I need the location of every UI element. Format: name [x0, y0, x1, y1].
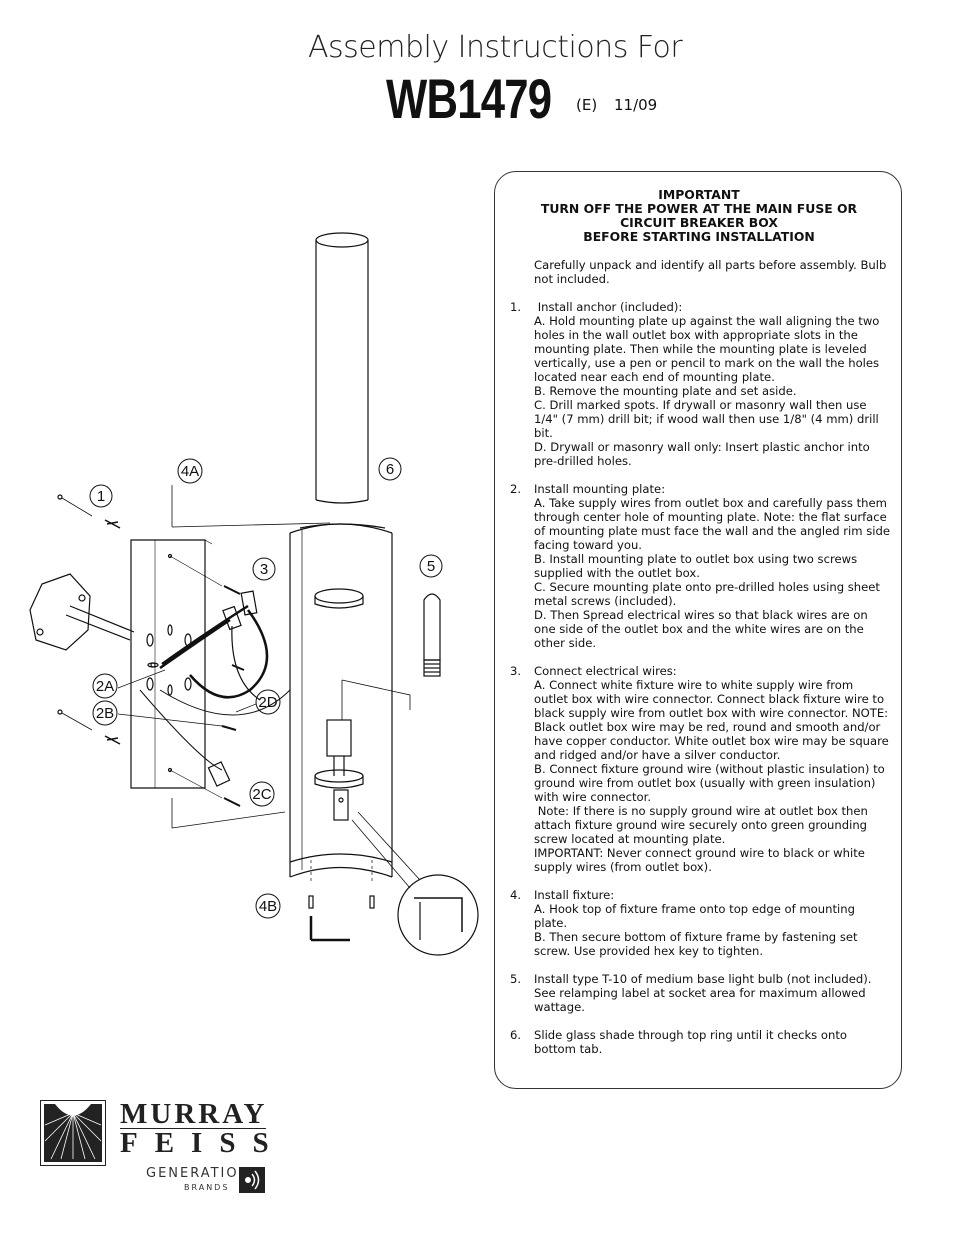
callout-2D-label: 2D: [258, 694, 277, 711]
callout-1: [89, 484, 113, 508]
callout-2D: [255, 689, 281, 715]
detail-magnifier: [397, 874, 479, 956]
callout-2A: [92, 673, 118, 699]
callout-2C: [249, 781, 275, 807]
callout-3: [252, 557, 276, 581]
important-heading: IMPORTANT: [658, 187, 740, 202]
callout-2A-label: 2A: [96, 678, 114, 695]
step-number: 4.: [510, 888, 522, 902]
intro-text: Carefully unpack and identify all parts …: [534, 258, 887, 286]
bottom-ring: [314, 769, 364, 783]
generation-brands-text: GENERATION: [146, 1166, 251, 1181]
callout-4A-label: 4A: [181, 463, 199, 480]
mounting-plate: [130, 539, 213, 789]
important-line-3: CIRCUIT BREAKER BOX: [620, 215, 778, 230]
step-title: Install fixture:: [534, 888, 615, 902]
important-notice: IMPORTANT TURN OFF THE POWER AT THE MAIN…: [505, 188, 893, 244]
step-substep: A. Hook top of fixture frame onto top ed…: [534, 902, 859, 930]
step-4: 4. Install fixture:A. Hook top of fixture…: [510, 888, 890, 958]
callout-2B: [92, 700, 118, 726]
top-ring: [314, 588, 364, 604]
step-number: 3.: [510, 664, 522, 678]
step-title: Connect electrical wires:: [534, 664, 677, 678]
sunburst-icon: [44, 1104, 102, 1162]
step-title: Install mounting plate:: [534, 482, 666, 496]
callout-4B: [255, 893, 281, 919]
outlet-box: [29, 573, 135, 651]
instructions-body: Carefully unpack and identify all parts …: [510, 258, 890, 1070]
callout-1-label: 1: [97, 488, 105, 505]
step-3: 3. Connect electrical wires:A. Connect wh…: [510, 664, 890, 874]
sound-wave-icon: [239, 1167, 265, 1193]
step-substep: D. Drywall or masonry wall only: Insert …: [534, 440, 874, 468]
step-title: Install anchor (included):: [534, 300, 683, 314]
callout-4A: [177, 458, 203, 484]
step-title: Slide glass shade through top ring until…: [534, 1028, 851, 1056]
brand-divider: [120, 1128, 266, 1129]
fixture-frame: [289, 523, 393, 878]
callout-6-label: 6: [386, 461, 394, 478]
step-substep: A. Hold mounting plate up against the wa…: [534, 314, 884, 384]
step-2: 2.Install mounting plate:A. Take supply …: [510, 482, 890, 650]
step-heading: 5. Install type T-10 of medium base light…: [510, 972, 890, 1014]
brand-name-line-2: FEISS: [120, 1127, 286, 1159]
step-number: 5.: [510, 972, 522, 986]
step-1: 1. Install anchor (included):A. Hold mou…: [510, 300, 890, 468]
step-substep: A. Take supply wires from outlet box and…: [534, 496, 894, 552]
step-number: 2.: [510, 482, 522, 496]
callout-5: [419, 554, 443, 578]
step-heading: 2. Install mounting plate:: [510, 482, 890, 496]
header-title: Assembly Instructions For: [308, 30, 683, 65]
step-heading: 4. Install fixture:: [510, 888, 890, 902]
step-substep: D. Then Spread electrical wires so that …: [534, 608, 872, 650]
step-heading: 1. Install anchor (included):: [510, 300, 890, 314]
step-substep: A. Connect white fixture wire to white s…: [534, 678, 893, 762]
callout-3-label: 3: [260, 561, 268, 578]
step-substep: C. Drill marked spots. If drywall or mas…: [534, 398, 883, 440]
light-bulb: [423, 593, 441, 677]
step-5: 5. Install type T-10 of medium base light…: [510, 972, 890, 1014]
important-line-2: TURN OFF THE POWER AT THE MAIN FUSE OR: [540, 201, 858, 216]
step-substep: Note: If there is no supply ground wire …: [534, 804, 872, 846]
step-substep: B. Install mounting plate to outlet box …: [534, 552, 861, 580]
step-number: 6.: [510, 1028, 522, 1042]
murray-feiss-logo: [40, 1100, 106, 1166]
step-number: 1.: [510, 300, 522, 314]
callout-2C-label: 2C: [252, 786, 271, 803]
glass-shade-top: [315, 232, 369, 248]
step-substep: C. Secure mounting plate onto pre-drille…: [534, 580, 884, 608]
brand-name-line-1: MURRAY: [120, 1098, 268, 1130]
model-number: WB1479: [386, 67, 552, 130]
step-substep: IMPORTANT: Never connect ground wire to …: [534, 846, 869, 874]
step-substep: B. Connect fixture ground wire (without …: [534, 762, 889, 804]
step-6: 6. Slide glass shade through top ring unt…: [510, 1028, 890, 1056]
revision-code: (E): [576, 96, 598, 114]
step-substep: B. Remove the mounting plate and set asi…: [534, 384, 797, 398]
generation-brands-subtext: BRANDS: [184, 1183, 230, 1192]
callout-6: [378, 457, 402, 481]
step-substep: B. Then secure bottom of fixture frame b…: [534, 930, 862, 958]
hex-key: [309, 916, 350, 942]
important-line-4: BEFORE STARTING INSTALLATION: [583, 229, 815, 244]
step-title: Install type T-10 of medium base light b…: [534, 972, 876, 1014]
callout-4B-label: 4B: [259, 898, 277, 915]
socket: [326, 719, 352, 757]
callout-5-label: 5: [427, 558, 435, 575]
step-heading: 3. Connect electrical wires:: [510, 664, 890, 678]
instructions-panel: [494, 171, 902, 1089]
steps-list: 1. Install anchor (included):A. Hold mou…: [510, 300, 890, 1056]
revision-date: 11/09: [614, 96, 658, 114]
callout-2B-label: 2B: [96, 705, 114, 722]
step-heading: 6. Slide glass shade through top ring unt…: [510, 1028, 890, 1056]
